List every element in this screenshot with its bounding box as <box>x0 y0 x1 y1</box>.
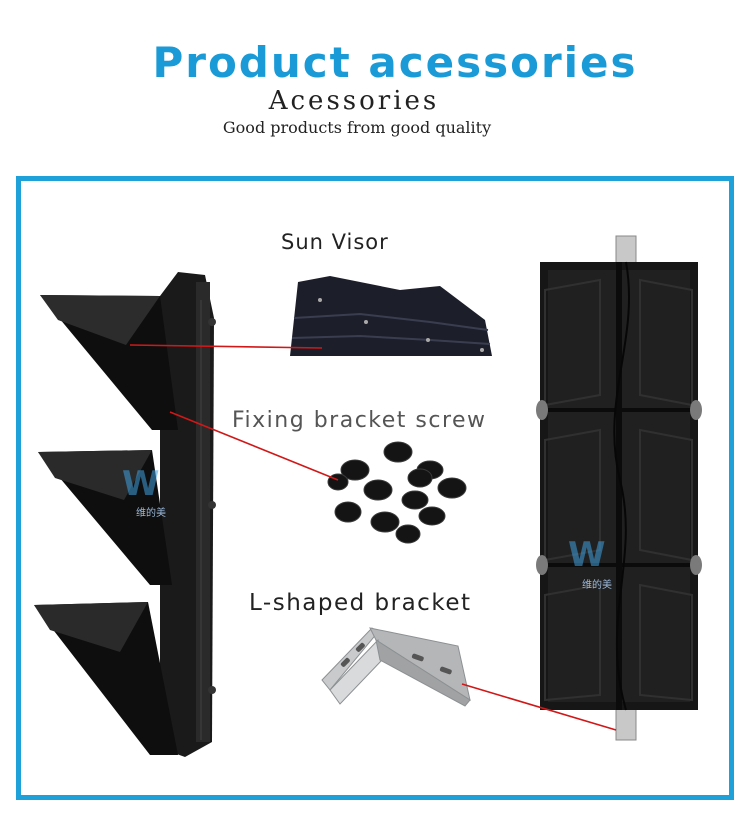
l-shaped-bracket-label: L-shaped bracket <box>249 590 472 616</box>
leader-lines <box>129 344 617 731</box>
accessories-frame <box>16 176 734 800</box>
leader-line-sun-visor <box>129 344 323 349</box>
fixing-screws-image <box>327 441 467 544</box>
fixing-bracket-screw-label: Fixing bracket screw <box>232 408 487 433</box>
page-title: Product acessories <box>152 38 638 87</box>
svg-text:W: W <box>568 535 606 575</box>
sun-visor-label: Sun Visor <box>281 230 389 254</box>
watermark-logo-right: W 维的美 <box>568 535 612 591</box>
svg-text:W: W <box>122 464 160 504</box>
leader-line-bracket <box>461 683 617 731</box>
leader-line-screw <box>169 411 339 481</box>
traffic-light-side-view <box>34 272 216 757</box>
l-shaped-bracket-image <box>321 627 471 707</box>
page-subtitle: Acessories <box>268 86 440 116</box>
sun-visor-image <box>290 276 492 356</box>
page-tagline: Good products from good quality <box>222 118 492 137</box>
watermark-logo-left: W 维的美 <box>122 464 166 519</box>
watermark-text-right: 维的美 <box>582 578 612 591</box>
watermark-text-left: 维的美 <box>136 506 166 519</box>
traffic-light-back-view <box>536 235 702 741</box>
